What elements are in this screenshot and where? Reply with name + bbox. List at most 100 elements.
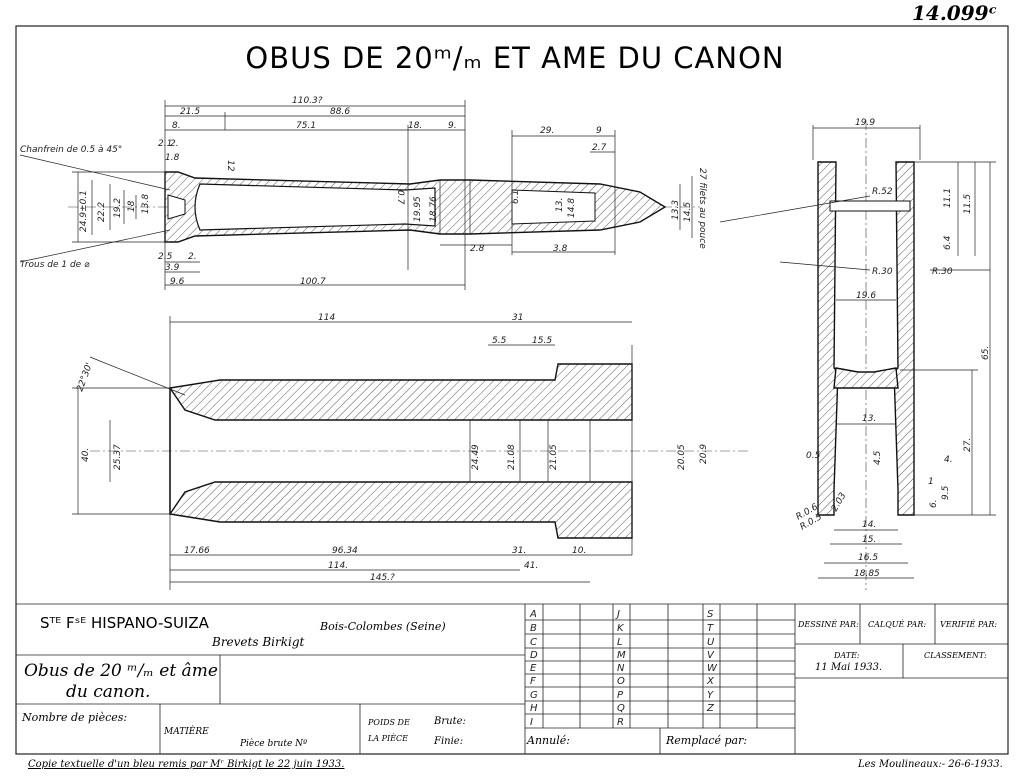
dim-9b: 9 (596, 126, 602, 136)
section-groove (829, 200, 911, 212)
dim-21-05: 21.05 (549, 444, 559, 470)
dim-2: 2. (170, 139, 179, 149)
rev-A: A (529, 609, 537, 620)
dim-5-5: 5.5 (492, 336, 507, 346)
rev-N: N (617, 663, 625, 674)
dim-shell-overall: 110.3? (292, 96, 323, 106)
dim-2-1: 2.1 (158, 139, 172, 149)
dim-29: 29. (540, 126, 554, 136)
part-name-line1: Obus de 20 ᵐ/ₘ et âme (24, 661, 218, 681)
cancelled-label: Annulé: (526, 734, 570, 747)
drawing-number: 14.099ᶜ (912, 1, 997, 25)
dim-65: 65. (981, 346, 991, 360)
fuze-cavity (511, 189, 596, 225)
dim-0-7: 0.7 (395, 190, 405, 205)
weight-label-1: POIDS DE (367, 718, 410, 727)
section-left-wall (817, 161, 839, 516)
dim-6-4: 6.4 (943, 235, 953, 250)
pieces-label: Nombre de pièces: (21, 711, 127, 724)
dim-1-8: 1.8 (165, 153, 180, 163)
rev-E: E (530, 663, 537, 674)
dim-20-9: 20.9 (699, 444, 709, 464)
rev-Q: Q (617, 703, 625, 714)
rev-X: X (706, 676, 715, 687)
dim-13-3: 13.3 (671, 200, 681, 220)
dim-10: 10. (572, 546, 586, 556)
dim-15-5: 15.5 (532, 336, 552, 346)
traced-by-label: CALQUÉ PAR: (868, 620, 926, 629)
dim-2c: 2. (188, 252, 197, 262)
dim-r52: R.52 (872, 187, 893, 197)
dim-19-6: 19.6 (856, 291, 876, 301)
company-name: Sᵀᴱ Fˢᴱ HISPANO-SUIZA (40, 614, 210, 632)
rev-J: J (615, 609, 620, 620)
dim-2-8: 2.8 (470, 244, 485, 254)
dim-9-5: 9.5 (941, 485, 951, 500)
rev-I: I (530, 717, 533, 728)
dim-3-9: 3.9 (165, 263, 180, 273)
dim-13-sec: 13. (862, 414, 876, 424)
section-shoulder (833, 367, 899, 389)
dim-4-5: 4.5 (873, 450, 883, 465)
dim-3-8: 3.8 (553, 244, 568, 254)
dim-41: 41. (524, 561, 538, 571)
footer-date-note: Les Moulineaux:- 26-6-1933. (857, 759, 1003, 770)
rev-S: S (707, 609, 714, 620)
dim-18-85: 18.85 (854, 569, 880, 579)
barrel-view: 114 31 5.5 15.5 22°30' 40. 25.37 24.49 2… (72, 313, 750, 590)
rev-V: V (707, 650, 715, 661)
dim-31: 31 (512, 313, 523, 323)
dim-11-1: 11.1 (943, 188, 953, 208)
rev-F: F (530, 676, 536, 687)
company-location: Bois-Colombes (Seine) (319, 620, 446, 633)
barrel-upper-wall (168, 363, 633, 421)
dim-21-5: 21.5 (180, 107, 200, 117)
dim-1: 1 (928, 477, 934, 487)
dim-2-7: 2.7 (592, 143, 607, 153)
raw-piece-label: Pièce brute Nº (239, 738, 308, 749)
rev-O: O (617, 676, 625, 687)
dim-27: 27. (963, 438, 973, 452)
revision-grid (525, 604, 795, 728)
dim-13: 13. (555, 198, 565, 212)
rev-K: K (617, 623, 625, 634)
classification-label: CLASSEMENT: (924, 651, 987, 660)
part-name-line2: du canon. (66, 682, 150, 702)
dim-19-2: 19.2 (113, 198, 123, 218)
dim-96-34: 96.34 (332, 546, 358, 556)
weight-label-2: LA PIÈCE (367, 734, 408, 743)
dim-22-2: 22.2 (97, 202, 107, 222)
dim-15: 15. (862, 535, 876, 545)
dim-r30a: R.30 (872, 267, 893, 277)
dim-75-1: 75.1 (296, 121, 316, 131)
rev-G: G (530, 690, 538, 701)
rev-B: B (530, 623, 537, 634)
shell-cavity (194, 183, 436, 231)
rev-M: M (617, 650, 626, 661)
rev-D: D (530, 650, 538, 661)
rev-C: C (530, 637, 537, 648)
section-right-wall (893, 161, 915, 516)
rev-P: P (617, 690, 624, 701)
dim-19-95: 19.95 (413, 196, 423, 222)
shell-view: 110.3? 21.5 88.6 8. 75.1 18. 9. 29. 9 2.… (19, 96, 707, 290)
rev-H: H (530, 703, 538, 714)
sheet-border (15, 25, 1009, 755)
dim-6: 6. (929, 499, 939, 508)
chamfer-note: Chanfrein de 0.5 à 45° (20, 145, 122, 155)
footer-copy-note: Copie textuelle d'un bleu remis par Mʳ B… (28, 759, 344, 770)
rev-U: U (707, 637, 715, 648)
rev-T: T (707, 623, 714, 634)
drawn-by-label: DESSINÉ PAR: (797, 620, 859, 629)
dim-114: 114 (318, 313, 335, 323)
dim-16-5: 16.5 (858, 553, 878, 563)
rev-Y: Y (707, 690, 714, 701)
dim-20-05: 20.05 (677, 444, 687, 470)
dim-9: 9. (448, 121, 457, 131)
drawing-title: OBUS DE 20ᵐ/ₘ ET AME DU CANON (245, 41, 784, 75)
dim-40: 40. (81, 448, 91, 462)
dim-19-9: 19.9 (855, 118, 875, 128)
dim-24-49: 24.49 (471, 444, 481, 470)
